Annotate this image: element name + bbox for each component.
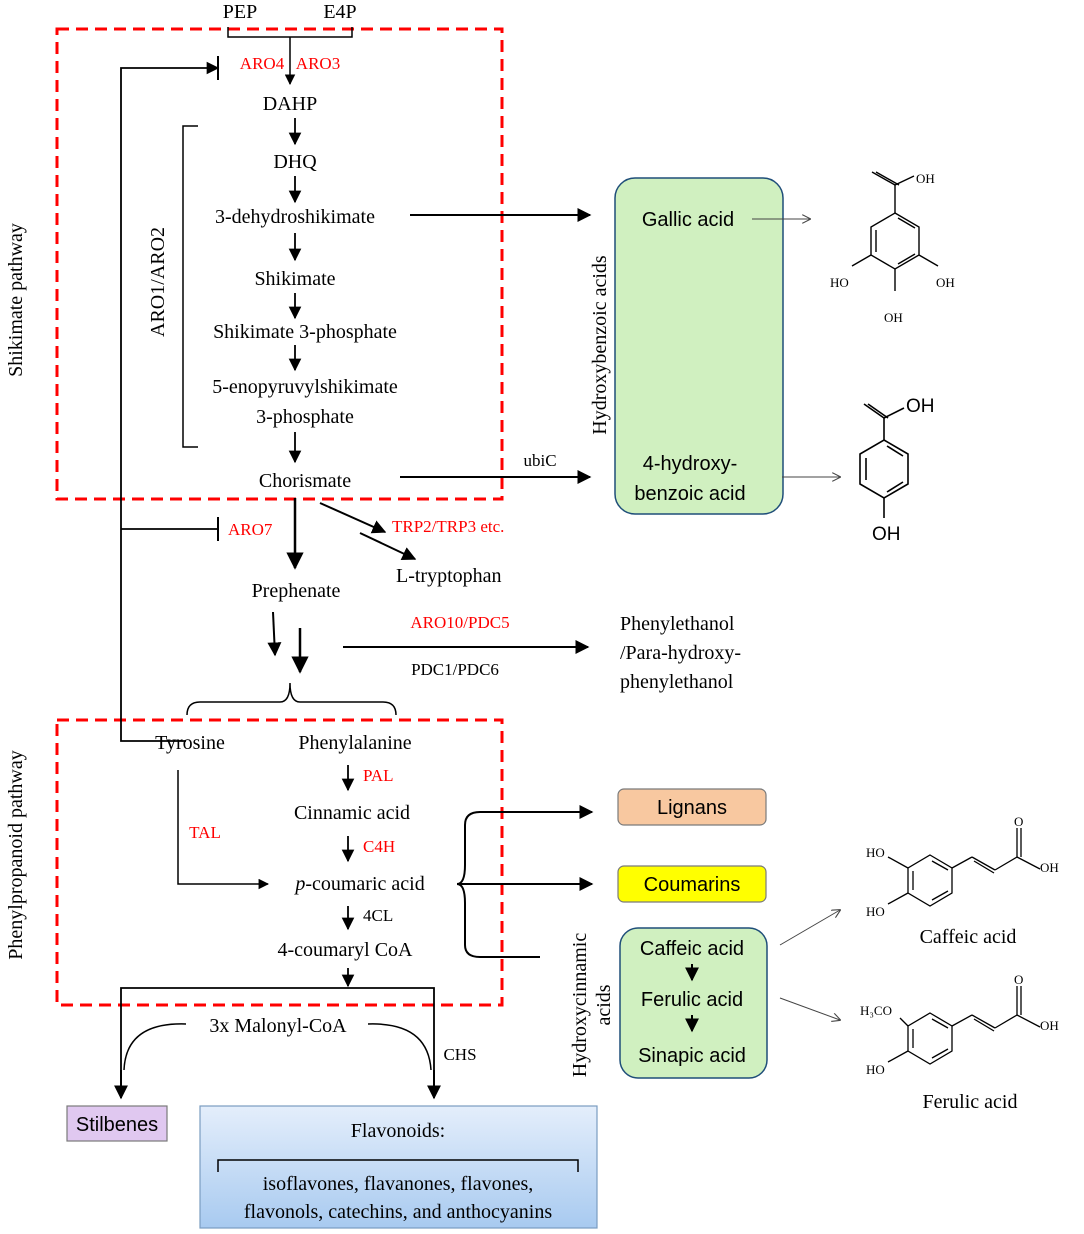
hba-structure bbox=[859, 403, 909, 518]
malonyl-arc-left bbox=[123, 1023, 187, 1071]
gallic-acid-label: Gallic acid bbox=[642, 209, 734, 231]
hydroxycinnamic-box bbox=[619, 927, 768, 1079]
flavonoids-line2: flavonols, catechins, and anthocyanins bbox=[244, 1201, 552, 1223]
phenylpropanoid-pathway-label: Phenylpropanoid pathway bbox=[5, 750, 27, 959]
dehydroshikimate-metabolite: 3-dehydroshikimate bbox=[215, 206, 375, 228]
phenylethanol-line2: /Para-hydroxy- bbox=[620, 642, 741, 664]
ferulic-acid-structure bbox=[887, 986, 1041, 1065]
malonyl-coa-metabolite: 3x Malonyl-CoA bbox=[209, 1015, 347, 1037]
pal-enzyme: PAL bbox=[363, 766, 394, 785]
arrow-chorismate-trp-2 bbox=[359, 532, 417, 560]
coumaric-branch-lines bbox=[456, 811, 590, 958]
phenylethanol-line3: phenylethanol bbox=[620, 671, 734, 693]
flavonoids-title: Flavonoids: bbox=[351, 1120, 445, 1142]
coumarins-label: Coumarins bbox=[644, 874, 741, 896]
ferulic-o: O bbox=[1014, 972, 1023, 987]
caffeic-ho-1: HO bbox=[866, 845, 885, 860]
gallic-oh-bottom: OH bbox=[884, 310, 903, 325]
lignans-box bbox=[617, 788, 767, 826]
epsp-line1: 5-enopyruvylshikimate bbox=[212, 376, 398, 398]
phenylethanol-line1: Phenylethanol bbox=[620, 613, 735, 635]
aro3-enzyme: ARO3 bbox=[296, 54, 340, 73]
coumaric-rest: -coumaric acid bbox=[305, 873, 424, 895]
phenylalanine-metabolite: Phenylalanine bbox=[298, 732, 411, 754]
ferulic-acid-label: Ferulic acid bbox=[641, 989, 743, 1011]
coumaric-metabolite: p-coumaric acid bbox=[293, 873, 424, 895]
hba-oh-bottom: OH bbox=[872, 524, 901, 545]
hydroxybenzoic-box bbox=[614, 177, 784, 515]
prephenate-metabolite: Prephenate bbox=[252, 580, 341, 602]
arrow-chorismate-trp bbox=[319, 502, 387, 534]
feedback-line bbox=[120, 61, 220, 742]
arrow-to-ferulic-structure bbox=[779, 997, 840, 1020]
aro7-enzyme: ARO7 bbox=[228, 520, 273, 539]
malonyl-split-lines bbox=[120, 987, 435, 1075]
aro1-aro2-bracket bbox=[182, 125, 198, 448]
hydroxycinnamic-label-2: acids bbox=[593, 984, 615, 1025]
coumaryl-coa-metabolite: 4-coumaryl CoA bbox=[278, 939, 414, 961]
coumarins-box bbox=[617, 865, 767, 903]
fourcl-enzyme: 4CL bbox=[363, 906, 393, 925]
caffeic-ho-2: HO bbox=[866, 904, 885, 919]
epsp-line2: 3-phosphate bbox=[256, 406, 354, 428]
hba-line1: 4-hydroxy- bbox=[643, 453, 737, 475]
tyrosine-metabolite: Tyrosine bbox=[155, 732, 225, 754]
flavonoids-brace bbox=[217, 1159, 579, 1172]
e4p-label: E4P bbox=[323, 1, 356, 23]
aro10-pdc5-enzyme: ARO10/PDC5 bbox=[410, 613, 509, 632]
gallic-acid-structure bbox=[851, 171, 939, 291]
shikimate-pathway-label: Shikimate pathway bbox=[5, 223, 27, 377]
precursor-bracket bbox=[227, 27, 353, 44]
tal-path bbox=[177, 770, 270, 890]
caffeic-acid-label: Caffeic acid bbox=[640, 938, 744, 960]
sinapic-acid-label: Sinapic acid bbox=[638, 1045, 746, 1067]
stilbenes-box bbox=[66, 1105, 168, 1142]
hba-oh-top: OH bbox=[906, 396, 935, 417]
chs-enzyme: CHS bbox=[443, 1045, 476, 1064]
tal-enzyme: TAL bbox=[189, 823, 221, 842]
flavonoids-line1: isoflavones, flavanones, flavones, bbox=[263, 1173, 533, 1195]
ferulic-h3co: H₃CO bbox=[860, 1003, 892, 1018]
stilbenes-label: Stilbenes bbox=[76, 1114, 158, 1136]
caffeic-o: O bbox=[1014, 814, 1023, 829]
aro4-enzyme: ARO4 bbox=[240, 54, 285, 73]
hydroxycinnamic-label-1: Hydroxycinnamic bbox=[569, 933, 591, 1078]
dhq-metabolite: DHQ bbox=[273, 151, 317, 173]
dahp-metabolite: DAHP bbox=[263, 93, 317, 115]
c4h-enzyme: C4H bbox=[363, 837, 395, 856]
shikimate-3p-metabolite: Shikimate 3-phosphate bbox=[213, 321, 397, 343]
pep-label: PEP bbox=[223, 1, 257, 23]
aro1-aro2-enzyme: ARO1/ARO2 bbox=[147, 227, 169, 337]
tryptophan-metabolite: L-tryptophan bbox=[396, 565, 502, 587]
hba-line2: benzoic acid bbox=[634, 483, 745, 505]
ferulic-oh: OH bbox=[1040, 1018, 1059, 1033]
flavonoids-box bbox=[199, 1105, 598, 1229]
aa-brace bbox=[186, 682, 397, 716]
caffeic-acid-structure bbox=[887, 828, 1041, 907]
ferulic-structure-name: Ferulic acid bbox=[923, 1091, 1018, 1113]
malonyl-arc-right bbox=[367, 1023, 432, 1071]
arrow-to-caffeic-structure bbox=[779, 910, 840, 946]
gallic-oh-top: OH bbox=[916, 171, 935, 186]
pdc1-pdc6-enzyme: PDC1/PDC6 bbox=[411, 660, 499, 679]
gallic-oh-right: OH bbox=[936, 275, 955, 290]
coumaric-prefix: p bbox=[293, 873, 305, 895]
ubic-enzyme: ubiC bbox=[523, 451, 556, 470]
lignans-label: Lignans bbox=[657, 797, 727, 819]
caffeic-structure-name: Caffeic acid bbox=[920, 926, 1017, 948]
shikimate-metabolite: Shikimate bbox=[254, 268, 335, 290]
ferulic-ho: HO bbox=[866, 1062, 885, 1077]
hydroxybenzoic-group-label: Hydroxybenzoic acids bbox=[589, 255, 611, 435]
gallic-ho-left: HO bbox=[830, 275, 849, 290]
caffeic-oh: OH bbox=[1040, 860, 1059, 875]
phenylpropanoid-dashed-box bbox=[55, 718, 504, 1007]
arrow-prephenate-1 bbox=[267, 611, 282, 657]
trp-enzyme: TRP2/TRP3 etc. bbox=[392, 517, 504, 536]
chorismate-metabolite: Chorismate bbox=[259, 470, 351, 492]
cinnamic-metabolite: Cinnamic acid bbox=[294, 802, 410, 824]
